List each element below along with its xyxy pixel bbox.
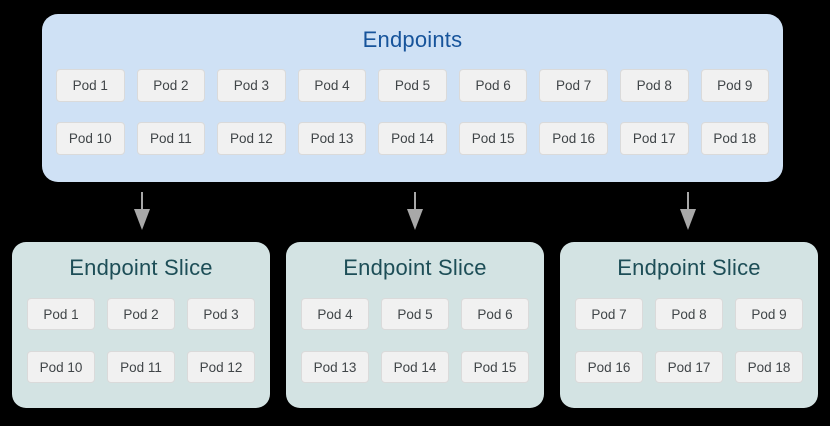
- endpoint-slice-box-3: Endpoint Slice Pod 7 Pod 8 Pod 9 Pod 16 …: [560, 242, 818, 408]
- pod-chip: Pod 4: [297, 69, 367, 102]
- arrow-head: [134, 209, 150, 230]
- pod-chip: Pod 1: [27, 298, 95, 330]
- slice-pod-row-1: Pod 4 Pod 5 Pod 6: [301, 298, 529, 330]
- pod-chip: Pod 13: [297, 122, 367, 155]
- arrow-down-icon: [680, 192, 696, 230]
- slice-title: Endpoint Slice: [343, 255, 487, 280]
- pod-chip: Pod 9: [700, 69, 770, 102]
- pod-chip: Pod 8: [619, 69, 689, 102]
- pod-chip: Pod 10: [56, 122, 125, 155]
- slice-pod-row-2: Pod 16 Pod 17 Pod 18: [575, 351, 803, 383]
- arrow-stem: [140, 192, 144, 212]
- pod-chip: Pod 6: [461, 298, 529, 330]
- arrow-stem: [413, 192, 417, 212]
- endpoint-slice-box-1: Endpoint Slice Pod 1 Pod 2 Pod 3 Pod 10 …: [12, 242, 270, 408]
- endpoints-pod-row-2: Pod 10 Pod 11 Pod 12 Pod 13 Pod 14 Pod 1…: [56, 122, 770, 155]
- slice-pod-row-2: Pod 10 Pod 11 Pod 12: [27, 351, 255, 383]
- slice-title: Endpoint Slice: [69, 255, 213, 280]
- endpoints-title: Endpoints: [362, 27, 463, 52]
- pod-chip: Pod 17: [655, 351, 723, 383]
- pod-chip: Pod 4: [301, 298, 369, 330]
- pod-chip: Pod 16: [575, 351, 643, 383]
- pod-chip: Pod 5: [381, 298, 449, 330]
- pod-chip: Pod 2: [107, 298, 175, 330]
- pod-chip: Pod 14: [378, 122, 447, 155]
- arrow-down-icon: [134, 192, 150, 230]
- pod-chip: Pod 9: [735, 298, 803, 330]
- pod-chip: Pod 7: [539, 69, 608, 102]
- pod-chip: Pod 18: [735, 351, 803, 383]
- slice-title: Endpoint Slice: [617, 255, 761, 280]
- endpoints-box: Endpoints Pod 1 Pod 2 Pod 3 Pod 4 Pod 5 …: [42, 14, 783, 182]
- pod-chip: Pod 3: [187, 298, 255, 330]
- pod-chip: Pod 18: [700, 122, 770, 155]
- endpoints-pod-row-1: Pod 1 Pod 2 Pod 3 Pod 4 Pod 5 Pod 6 Pod …: [56, 69, 770, 102]
- arrow-head: [407, 209, 423, 230]
- pod-chip: Pod 10: [27, 351, 95, 383]
- pod-chip: Pod 11: [107, 351, 175, 383]
- slice-pod-row-2: Pod 13 Pod 14 Pod 15: [301, 351, 529, 383]
- pod-chip: Pod 5: [378, 69, 447, 102]
- pod-chip: Pod 11: [136, 122, 206, 155]
- slice-pod-row-1: Pod 7 Pod 8 Pod 9: [575, 298, 803, 330]
- endpoint-slice-box-2: Endpoint Slice Pod 4 Pod 5 Pod 6 Pod 13 …: [286, 242, 544, 408]
- pod-chip: Pod 3: [217, 69, 286, 102]
- pod-chip: Pod 12: [217, 122, 286, 155]
- pod-chip: Pod 16: [539, 122, 608, 155]
- arrow-stem: [686, 192, 690, 212]
- pod-chip: Pod 14: [381, 351, 449, 383]
- pod-chip: Pod 15: [458, 122, 528, 155]
- arrow-head: [680, 209, 696, 230]
- pod-chip: Pod 1: [56, 69, 125, 102]
- pod-chip: Pod 17: [619, 122, 689, 155]
- arrow-down-icon: [407, 192, 423, 230]
- pod-chip: Pod 13: [301, 351, 369, 383]
- slice-pod-row-1: Pod 1 Pod 2 Pod 3: [27, 298, 255, 330]
- pod-chip: Pod 8: [655, 298, 723, 330]
- pod-chip: Pod 15: [461, 351, 529, 383]
- pod-chip: Pod 2: [136, 69, 206, 102]
- pod-chip: Pod 12: [187, 351, 255, 383]
- pod-chip: Pod 6: [458, 69, 528, 102]
- pod-chip: Pod 7: [575, 298, 643, 330]
